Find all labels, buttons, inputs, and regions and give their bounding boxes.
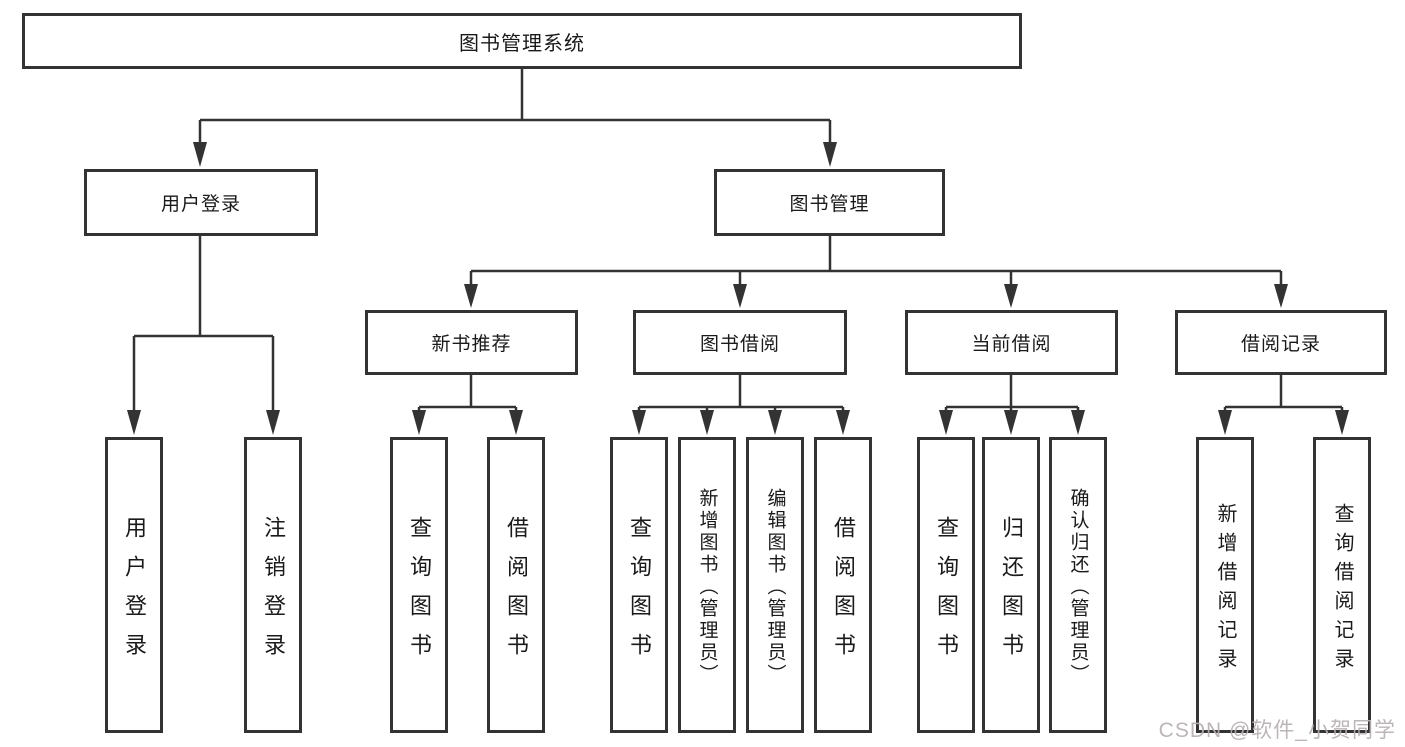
node-borrow-books-recommend-label: 借阅图书 <box>504 515 529 672</box>
node-book-management: 图书管理 <box>714 169 945 236</box>
node-query-books-recommend-label: 查询图书 <box>407 515 432 672</box>
node-current-borrowing: 当前借阅 <box>905 310 1118 375</box>
node-query-books-current: 查询图书 <box>917 437 975 733</box>
node-query-borrow-record: 查询借阅记录 <box>1313 437 1371 733</box>
node-current-borrowing-label: 当前借阅 <box>971 334 1052 355</box>
node-logout-label: 注销登录 <box>261 515 286 672</box>
node-borrow-books-borrowing-label: 借阅图书 <box>831 515 856 672</box>
node-user-login: 用户登录 <box>105 437 163 733</box>
node-book-borrowing: 图书借阅 <box>633 310 847 375</box>
node-logout: 注销登录 <box>244 437 302 733</box>
node-add-book-admin: 新增图书（管理员） <box>678 437 736 733</box>
node-confirm-return-admin: 确认归还（管理员） <box>1049 437 1107 733</box>
node-user-login-label: 用户登录 <box>122 515 147 672</box>
node-edit-book-admin: 编辑图书（管理员） <box>746 437 804 733</box>
node-user-login-group: 用户登录 <box>84 169 318 236</box>
node-library-system: 图书管理系统 <box>22 13 1022 69</box>
node-add-borrow-record-label: 新增借阅记录 <box>1214 502 1236 677</box>
node-borrow-books-recommend: 借阅图书 <box>487 437 545 733</box>
node-query-borrow-record-label: 查询借阅记录 <box>1331 502 1353 677</box>
node-return-books-label: 归还图书 <box>999 515 1024 672</box>
node-library-system-label: 图书管理系统 <box>459 32 585 55</box>
node-add-book-admin-label: 新增图书（管理员） <box>696 487 718 686</box>
node-query-books-borrowing-label: 查询图书 <box>627 515 652 672</box>
node-add-borrow-record: 新增借阅记录 <box>1196 437 1254 733</box>
node-book-borrowing-label: 图书借阅 <box>699 334 780 355</box>
node-new-book-recommend-label: 新书推荐 <box>431 334 512 355</box>
node-confirm-return-admin-label: 确认归还（管理员） <box>1067 487 1089 686</box>
node-borrow-books-borrowing: 借阅图书 <box>814 437 872 733</box>
node-query-books-current-label: 查询图书 <box>934 515 959 672</box>
csdn-watermark: CSDN @软件_小贺同学 <box>1158 719 1396 742</box>
node-user-login-group-label: 用户登录 <box>160 194 241 215</box>
node-query-books-recommend: 查询图书 <box>390 437 448 733</box>
node-return-books: 归还图书 <box>982 437 1040 733</box>
node-book-management-label: 图书管理 <box>789 194 870 215</box>
node-new-book-recommend: 新书推荐 <box>365 310 578 375</box>
node-borrowing-records-label: 借阅记录 <box>1240 334 1321 355</box>
node-query-books-borrowing: 查询图书 <box>610 437 668 733</box>
node-edit-book-admin-label: 编辑图书（管理员） <box>764 487 786 686</box>
node-borrowing-records: 借阅记录 <box>1175 310 1387 375</box>
